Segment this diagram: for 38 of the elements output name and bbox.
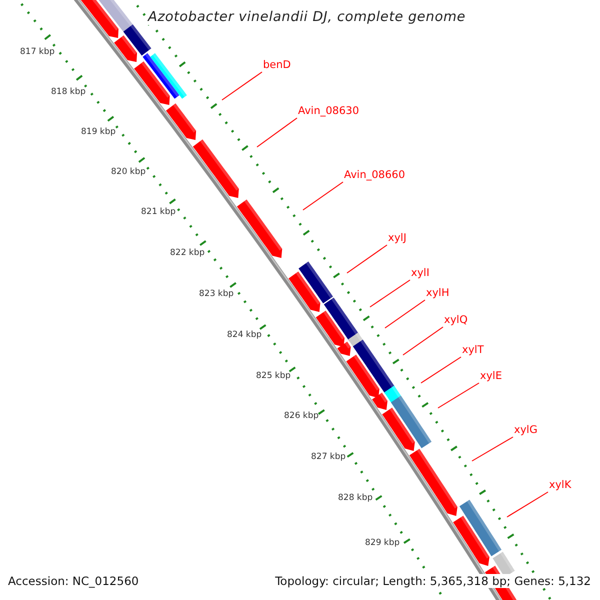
leader-line — [420, 356, 462, 384]
gene-label: xylT — [461, 344, 484, 356]
scale-label: 828 kbp — [338, 493, 373, 503]
leader-line — [506, 492, 548, 518]
gene-label: xylG — [513, 424, 538, 436]
gene-label: Avin_08660 — [343, 169, 406, 181]
gene-label: xylJ — [387, 232, 406, 244]
scale-label: 822 kbp — [170, 248, 205, 258]
scale-label: 818 kbp — [51, 87, 86, 97]
scale-label: 823 kbp — [199, 289, 234, 299]
gene-label: xylH — [425, 287, 450, 299]
leader-line — [370, 280, 410, 308]
leader-line — [222, 72, 262, 100]
leader-line — [346, 244, 388, 274]
leader-line — [438, 382, 480, 408]
scale-label: 825 kbp — [256, 371, 291, 381]
scale-label: 826 kbp — [284, 411, 319, 421]
leader-line — [256, 118, 298, 148]
gene-label: xylI — [410, 267, 430, 279]
scale-label: 824 kbp — [227, 330, 262, 340]
leader-line — [402, 326, 444, 356]
gene-label: xylE — [479, 370, 502, 382]
leader-line — [384, 300, 426, 328]
genome-info-text: Topology: circular; Length: 5,365,318 bp; Genes: 5,132 — [275, 574, 591, 588]
gene-label: xylQ — [443, 314, 468, 326]
scale-label: 819 kbp — [81, 127, 116, 137]
leader-line — [472, 436, 514, 462]
scale-label: 820 kbp — [111, 167, 146, 177]
gene-label: xylK — [548, 479, 572, 491]
gene-label: Avin_08630 — [297, 105, 360, 117]
scale-label: 827 kbp — [311, 452, 346, 462]
map-title: Azotobacter vinelandii DJ, complete genome — [146, 9, 468, 25]
gene-label: benD — [262, 59, 291, 71]
scale-label: 829 kbp — [365, 538, 400, 548]
scale-label: 817 kbp — [20, 47, 55, 57]
scale-label: 821 kbp — [141, 207, 176, 217]
leader-line — [302, 182, 344, 210]
accession-text: Accession: NC_012560 — [8, 574, 139, 588]
